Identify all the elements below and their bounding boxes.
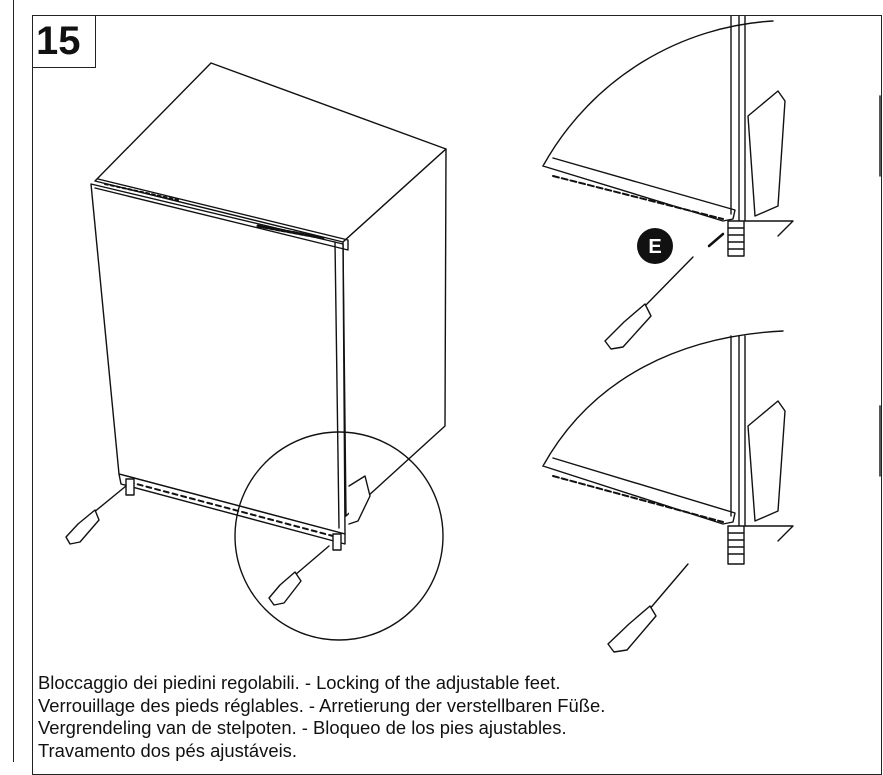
caption-line-nl-es: Vergrendeling van de stelpoten. - Bloque…: [38, 717, 567, 738]
detail-zoom-circle: [234, 431, 444, 641]
screwdriver-left: [65, 485, 127, 545]
instruction-caption: Bloccaggio dei piedini regolabili. - Loc…: [38, 672, 605, 762]
callout-marker-e: [637, 228, 673, 264]
caption-line-fr-de: Verrouillage des pieds réglables. - Arre…: [38, 694, 606, 716]
installation-illustration: E: [65, 16, 881, 653]
dishwasher-appliance: [90, 62, 447, 551]
step-number: 15: [32, 15, 96, 68]
screwdriver-top: [604, 256, 694, 350]
detail-top: [542, 16, 881, 257]
screwdriver-right: [268, 545, 330, 606]
callout-marker-label: E: [648, 236, 661, 258]
caption-line-it-en: Bloccaggio dei piedini regolabili. - Loc…: [38, 672, 561, 693]
screwdriver-bottom: [607, 563, 689, 653]
detail-bottom: [542, 330, 881, 565]
left-page-border: [0, 0, 14, 762]
caption-line-pt: Travamento dos pés ajustáveis.: [38, 739, 297, 761]
